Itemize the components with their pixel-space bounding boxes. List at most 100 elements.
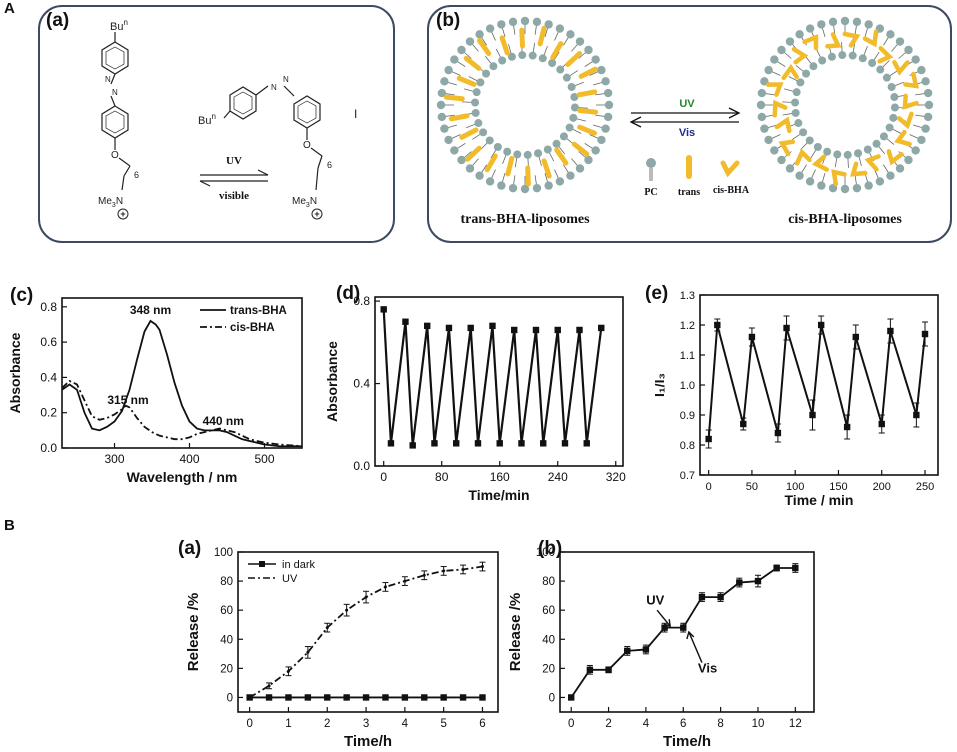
- lipid-head-inner: [890, 103, 899, 112]
- lipid-head-outer: [921, 77, 930, 86]
- x-tick-label: 6: [479, 718, 485, 730]
- lipid-head-outer: [917, 65, 926, 75]
- x-tick-label: 0: [380, 470, 387, 484]
- cis-bha-molecule: [894, 129, 912, 147]
- trans-bha-molecule: [476, 37, 492, 57]
- lipid-head-outer: [603, 112, 613, 122]
- trans-bha-molecule: [577, 124, 597, 136]
- lipid-head-outer: [532, 183, 542, 193]
- data-point: [878, 420, 885, 428]
- lipid-head-inner: [854, 149, 863, 158]
- trans-bha-molecule: [505, 155, 515, 177]
- data-point: [474, 440, 482, 447]
- lipid-head-inner: [791, 98, 800, 107]
- trans-bha-molecule: [541, 158, 552, 179]
- data-point: [403, 579, 407, 583]
- y-tick-label: 0.0: [40, 441, 57, 455]
- panel-label-c: (c): [10, 285, 34, 306]
- data-point: [285, 694, 292, 701]
- lipid-head-outer: [756, 100, 766, 110]
- lipid-head-outer: [603, 88, 613, 98]
- cis-bha-molecule: [825, 32, 842, 49]
- trans-bha-molecule: [571, 141, 590, 157]
- data-point: [362, 694, 370, 701]
- lipid-head-outer: [852, 183, 862, 193]
- panel-label-a: (a): [46, 10, 70, 31]
- lipid-head-outer: [777, 45, 786, 55]
- trans-bha-molecule: [550, 41, 564, 61]
- trans-bha-molecule: [499, 35, 510, 56]
- uv-arrow: [656, 609, 671, 627]
- panel-label-b: (b): [436, 10, 461, 31]
- data-point: [773, 564, 780, 572]
- lipid-head-inner: [802, 69, 811, 78]
- legend-pc-label: PC: [644, 187, 657, 198]
- x-tick-label: 1: [285, 718, 291, 730]
- legend-trans-label: trans: [678, 187, 700, 198]
- data-point: [843, 423, 851, 431]
- cis-bha-molecule: [862, 29, 879, 48]
- y-tick-label: 100: [214, 547, 233, 559]
- data-point: [431, 440, 438, 447]
- panel-label-d: (d): [336, 283, 361, 304]
- lipid-head-outer: [444, 65, 453, 75]
- x-tick-label: 250: [916, 481, 934, 493]
- lipid-head-inner: [879, 132, 888, 141]
- lipid-head-inner: [493, 142, 502, 151]
- legend-label: in dark: [282, 559, 316, 571]
- lipid-head-outer: [840, 184, 850, 194]
- y-axis-label: Absorbance: [7, 332, 23, 413]
- data-point: [343, 694, 350, 701]
- x-tick-label: 2: [324, 718, 330, 730]
- series-line: [382, 309, 603, 446]
- lipid-head-inner: [876, 65, 885, 74]
- x-tick-label: 0: [568, 718, 574, 730]
- data-point: [402, 318, 409, 325]
- lipid-head-inner: [513, 150, 522, 159]
- data-point: [698, 593, 706, 601]
- data-point: [480, 565, 484, 569]
- lipid-head-outer: [440, 124, 449, 133]
- y-tick-label: 60: [542, 605, 555, 617]
- data-point: [325, 626, 329, 630]
- lipid-head-inner: [538, 54, 547, 63]
- x-tick-label: 200: [873, 481, 891, 493]
- legend-label: trans-BHA: [230, 305, 287, 317]
- lipid-head-outer: [770, 146, 779, 155]
- data-point: [624, 647, 631, 655]
- data-point: [532, 326, 540, 334]
- data-point: [605, 666, 612, 674]
- data-point: [467, 324, 474, 332]
- lipid-head-outer: [575, 37, 585, 46]
- y-tick-label: 0.2: [40, 406, 57, 420]
- data-point: [754, 577, 762, 585]
- y-tick-label: 80: [220, 576, 233, 588]
- lipid-head-outer: [817, 181, 826, 190]
- lipid-head-outer: [544, 181, 553, 190]
- data-point: [714, 321, 721, 329]
- data-point: [380, 306, 387, 313]
- lipid-head-outer: [508, 183, 518, 193]
- data-point: [852, 333, 859, 341]
- annotation: UV: [646, 592, 664, 607]
- lipid-head-inner: [843, 150, 852, 159]
- vis-arrowhead: [686, 630, 695, 640]
- cis-bha-molecule: [877, 46, 894, 64]
- lipid-head-outer: [785, 37, 795, 46]
- data-point: [568, 694, 575, 701]
- lipid-head-inner: [534, 149, 543, 158]
- cis-bha-molecule: [778, 139, 796, 157]
- data-point: [453, 440, 460, 447]
- lipid-head-outer: [584, 45, 593, 55]
- data-point: [817, 321, 825, 329]
- lipid-head-outer: [450, 146, 459, 155]
- lipid-head-outer: [591, 146, 600, 155]
- lipid-head-outer: [566, 30, 575, 39]
- lipid-head-outer: [437, 88, 447, 98]
- x-tick-label: 12: [789, 718, 802, 730]
- lipid-head-inner: [799, 128, 808, 137]
- series-line: [61, 319, 302, 448]
- y-tick-label: 0.8: [353, 294, 370, 308]
- lipid-head-outer: [875, 177, 885, 186]
